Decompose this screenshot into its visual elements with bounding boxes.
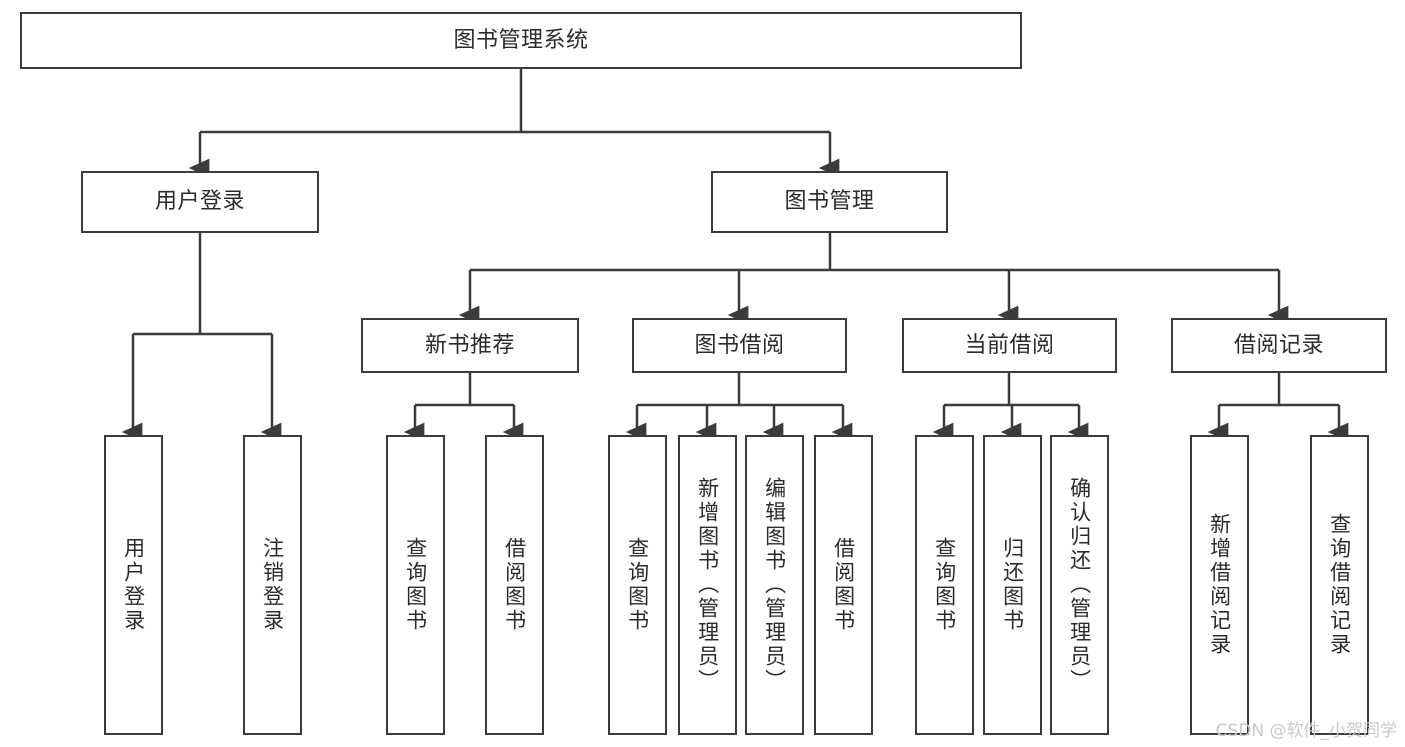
node-leaf-cb-return-label: 归还图书 <box>1000 537 1025 633</box>
node-new-book-rec[interactable]: 新书推荐 <box>361 318 579 373</box>
node-leaf-user-login[interactable]: 用户登录 <box>104 435 163 735</box>
node-leaf-bb-borrow-label: 借阅图书 <box>831 537 856 633</box>
node-book-manage[interactable]: 图书管理 <box>711 171 948 233</box>
node-book-manage-label: 图书管理 <box>784 189 875 215</box>
node-leaf-cb-confirm-label: 确认归还（管理员） <box>1067 477 1092 693</box>
node-current-borrow-label: 当前借阅 <box>964 332 1055 358</box>
node-new-book-rec-label: 新书推荐 <box>424 332 515 358</box>
node-leaf-cb-confirm[interactable]: 确认归还（管理员） <box>1050 435 1109 735</box>
node-user-login-label: 用户登录 <box>154 189 245 215</box>
node-root[interactable]: 图书管理系统 <box>20 12 1022 69</box>
node-leaf-br-add-label: 新增借阅记录 <box>1207 513 1232 657</box>
node-leaf-user-logout[interactable]: 注销登录 <box>243 435 302 735</box>
node-leaf-cb-query[interactable]: 查询图书 <box>915 435 974 735</box>
node-leaf-rec-borrow-label: 借阅图书 <box>502 537 527 633</box>
node-leaf-bb-query-label: 查询图书 <box>625 537 650 633</box>
node-leaf-bb-borrow[interactable]: 借阅图书 <box>814 435 873 735</box>
node-current-borrow[interactable]: 当前借阅 <box>902 318 1117 373</box>
watermark-credit: CSDN @软件_小贺同学 <box>1215 721 1397 741</box>
node-leaf-user-logout-label: 注销登录 <box>260 537 285 633</box>
node-leaf-cb-return[interactable]: 归还图书 <box>983 435 1042 735</box>
node-leaf-rec-query[interactable]: 查询图书 <box>386 435 445 735</box>
node-borrow-record[interactable]: 借阅记录 <box>1171 318 1387 373</box>
node-leaf-bb-query[interactable]: 查询图书 <box>608 435 667 735</box>
node-leaf-user-login-label: 用户登录 <box>121 537 146 633</box>
node-leaf-bb-add[interactable]: 新增图书（管理员） <box>678 435 737 735</box>
node-leaf-cb-query-label: 查询图书 <box>932 537 957 633</box>
node-leaf-br-add[interactable]: 新增借阅记录 <box>1190 435 1249 735</box>
node-leaf-bb-edit[interactable]: 编辑图书（管理员） <box>745 435 804 735</box>
node-book-borrow[interactable]: 图书借阅 <box>632 318 847 373</box>
node-leaf-bb-edit-label: 编辑图书（管理员） <box>762 477 787 693</box>
node-borrow-record-label: 借阅记录 <box>1233 332 1324 358</box>
node-leaf-br-query[interactable]: 查询借阅记录 <box>1310 435 1369 735</box>
node-leaf-rec-query-label: 查询图书 <box>403 537 428 633</box>
node-user-login[interactable]: 用户登录 <box>81 171 319 233</box>
node-root-label: 图书管理系统 <box>453 27 589 53</box>
node-leaf-bb-add-label: 新增图书（管理员） <box>695 477 720 693</box>
node-leaf-rec-borrow[interactable]: 借阅图书 <box>485 435 544 735</box>
node-leaf-br-query-label: 查询借阅记录 <box>1327 513 1352 657</box>
node-book-borrow-label: 图书借阅 <box>694 332 785 358</box>
